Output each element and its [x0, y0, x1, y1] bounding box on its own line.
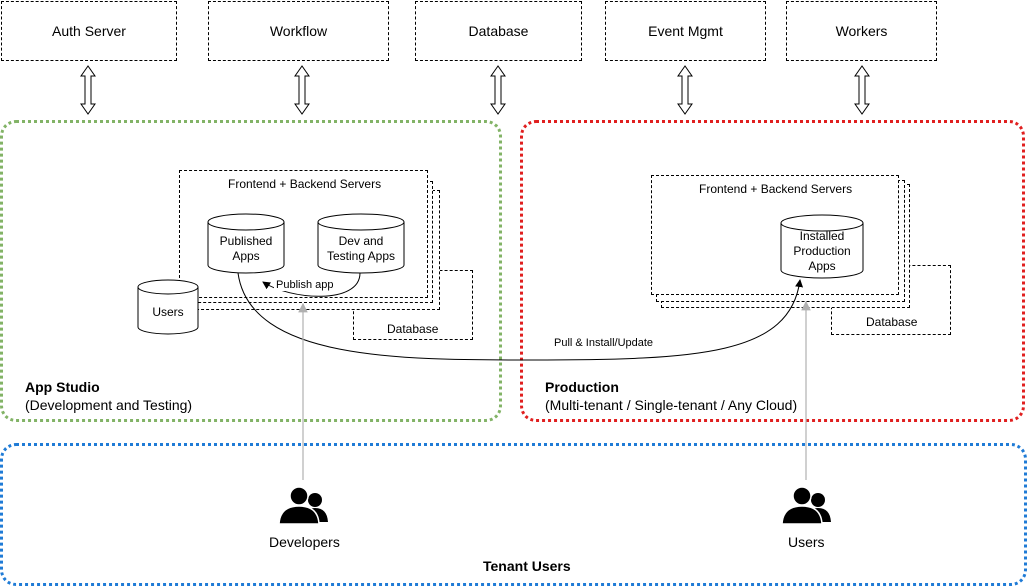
- app-studio-region: [0, 120, 502, 422]
- dev-testing-apps-cylinder: [317, 213, 405, 274]
- developers-icon: [278, 486, 328, 525]
- studio-database-label: Database: [387, 322, 439, 336]
- installed-apps-cylinder: [780, 214, 864, 279]
- service-label: Auth Server: [52, 23, 126, 39]
- service-event-mgmt: Event Mgmt: [605, 1, 766, 61]
- users-db-cylinder: [137, 279, 199, 335]
- installed-apps-label: Installed Production Apps: [793, 228, 851, 273]
- service-workflow: Workflow: [208, 1, 389, 61]
- service-label: Database: [468, 23, 529, 39]
- users-icon: [781, 486, 831, 525]
- users-db-label: Users: [152, 304, 184, 319]
- production-title: Production: [545, 379, 619, 395]
- service-label: Workers: [835, 23, 888, 39]
- production-region: [520, 120, 1025, 422]
- service-database: Database: [415, 1, 582, 61]
- tenant-users-title: Tenant Users: [483, 558, 571, 574]
- studio-servers-label: Frontend + Backend Servers: [228, 177, 382, 191]
- service-label: Workflow: [269, 23, 328, 39]
- published-apps-cylinder: [207, 213, 285, 274]
- publish-app-label: Publish app: [274, 279, 336, 291]
- double-arrow-database: [490, 65, 506, 115]
- published-apps-label: Published Apps: [219, 234, 273, 263]
- publish-app-connector: [262, 272, 361, 297]
- service-workers: Workers: [786, 1, 937, 61]
- double-arrow-event-mgmt: [677, 65, 693, 115]
- tenant-users-label: Users: [788, 534, 825, 550]
- app-studio-subtitle: (Development and Testing): [25, 397, 193, 413]
- app-studio-title: App Studio: [25, 379, 100, 395]
- service-label: Event Mgmt: [648, 23, 723, 39]
- service-auth-server: Auth Server: [1, 1, 177, 61]
- developers-label: Developers: [269, 534, 340, 550]
- double-arrow-workflow: [294, 65, 310, 115]
- double-arrow-auth: [80, 65, 96, 115]
- production-database-label: Database: [866, 315, 918, 329]
- dev-testing-apps-label: Dev and Testing Apps: [326, 234, 396, 263]
- pull-install-connector: [237, 272, 804, 361]
- production-servers-label: Frontend + Backend Servers: [699, 182, 853, 196]
- pull-install-label: Pull & Install/Update: [554, 337, 654, 349]
- tenant-users-region: [0, 443, 1027, 586]
- production-subtitle: (Multi-tenant / Single-tenant / Any Clou…: [545, 397, 798, 413]
- double-arrow-workers: [854, 65, 870, 115]
